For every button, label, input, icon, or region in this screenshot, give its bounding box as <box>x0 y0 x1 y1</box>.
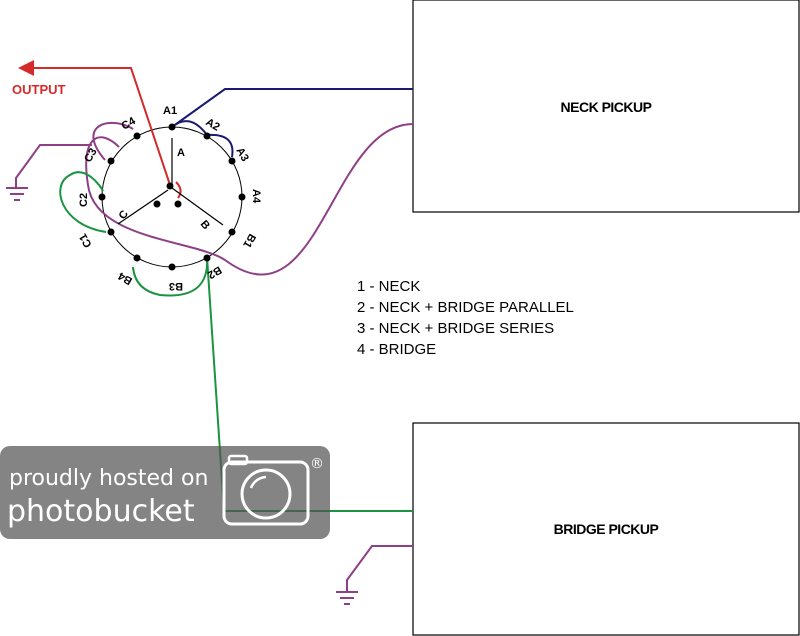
neck-pickup-box <box>412 0 800 213</box>
switch-lugs <box>98 123 246 271</box>
position-legend: 1 - NECK 2 - NECK + BRIDGE PARALLEL 3 - … <box>357 278 574 358</box>
neck-hot-wire <box>171 88 413 158</box>
lug-b4-label: B4 <box>116 269 135 287</box>
c3-c4-jumper <box>92 121 134 161</box>
photobucket-watermark: proudly hosted on photobucket ® <box>0 446 330 539</box>
neck-pickup-label: NECK PICKUP <box>561 99 652 115</box>
legend-item-2: 2 - NECK + BRIDGE PARALLEL <box>357 299 574 316</box>
lug-a1-label: A1 <box>163 105 177 117</box>
pole-b-label: B <box>198 218 212 232</box>
pole-a-label: A <box>177 147 185 159</box>
watermark-line2: photobucket <box>7 494 195 529</box>
lug-b3-label: B3 <box>169 280 183 292</box>
watermark-line1: proudly hosted on <box>9 466 208 491</box>
output-label: OUTPUT <box>12 82 66 97</box>
legend-item-1: 1 - NECK <box>357 278 420 295</box>
bridge-pickup-label: BRIDGE PICKUP <box>554 521 659 537</box>
switch-rotor <box>117 138 224 226</box>
bridge-pickup-box <box>412 422 800 636</box>
legend-item-3: 3 - NECK + BRIDGE SERIES <box>357 320 554 337</box>
legend-item-4: 4 - BRIDGE <box>357 341 436 358</box>
pole-c-label: C <box>117 208 131 221</box>
bridge-ground <box>336 545 413 605</box>
lug-b1-label: B1 <box>240 232 257 250</box>
output-wire: OUTPUT <box>12 60 171 186</box>
lug-a4-label: A4 <box>250 189 262 204</box>
switch-ground <box>6 144 92 201</box>
lug-a2-label: A2 <box>204 116 222 133</box>
registered-mark: ® <box>310 456 324 472</box>
lug-c1-label: C1 <box>77 231 94 249</box>
red-jumper <box>175 181 182 199</box>
neck-ground-wire <box>85 123 414 276</box>
lug-c2-label: C2 <box>78 193 90 207</box>
lug-a3-label: A3 <box>233 146 250 164</box>
lug-c4-label: C4 <box>120 115 139 133</box>
camera-icon <box>222 454 310 526</box>
